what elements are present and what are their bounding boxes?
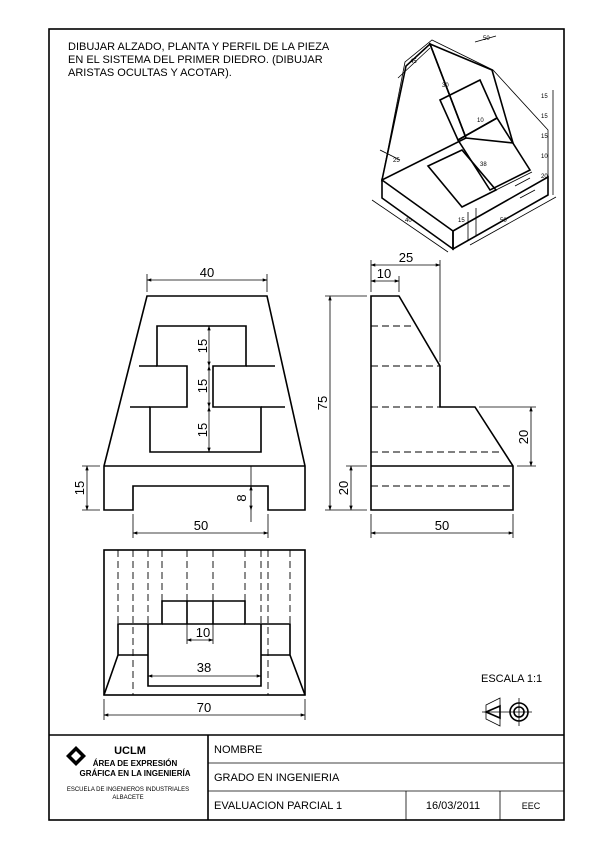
front-dim-step-1: 15	[195, 339, 210, 353]
front-dim-width: 40	[200, 265, 214, 280]
title-block: UCLM ÁREA DE EXPRESIÓN GRÁFICA EN LA ING…	[49, 734, 564, 820]
side-view: 25 10 75 20 20 50	[315, 250, 536, 538]
front-dim-step-3: 15	[195, 423, 210, 437]
name-field-label: NOMBRE	[214, 744, 262, 756]
exam-date: 16/03/2011	[426, 800, 480, 812]
front-dim-slot-width: 50	[194, 518, 208, 533]
iso-dim-10: 10	[477, 118, 484, 124]
plan-dim-overall: 70	[197, 700, 211, 715]
front-dim-base-height: 15	[72, 481, 87, 495]
iso-dim-15a: 15	[541, 94, 548, 100]
iso-dim-20: 20	[541, 174, 548, 180]
scale-label: ESCALA 1:1	[481, 673, 542, 685]
iso-dim-50-base: 50	[500, 218, 507, 224]
instruction-line-1: DIBUJAR ALZADO, PLANTA Y PERFIL DE LA PI…	[68, 41, 330, 53]
logo-name: UCLM	[114, 745, 146, 757]
isometric-view: 50 45 30 10 15 15 15 10 20 25 38 40 50 1…	[371, 35, 557, 253]
iso-dim-10b: 10	[541, 154, 548, 160]
course-code: EEC	[522, 801, 541, 811]
iso-dim-50-top: 50	[483, 36, 490, 42]
iso-dim-25: 25	[393, 158, 400, 164]
school-line-2: ALBACETE	[112, 795, 143, 801]
exam-label: EVALUACION PARCIAL 1	[214, 800, 342, 812]
first-angle-projection-icon	[482, 697, 532, 727]
instruction-line-2: EN EL SISTEMA DEL PRIMER DIEDRO. (DIBUJA…	[68, 54, 323, 66]
school-line-1: ESCUELA DE INGENIEROS INDUSTRIALES	[67, 787, 189, 793]
side-dim-base-width: 50	[435, 518, 449, 533]
sheet-border	[48, 28, 565, 821]
iso-dim-30: 30	[442, 83, 449, 89]
plan-view: 10 38 70	[103, 549, 306, 720]
iso-dim-38: 38	[480, 162, 487, 168]
plan-dim-inner: 10	[196, 625, 210, 640]
dept-line-2: GRÁFICA EN LA INGENIERÍA	[80, 769, 191, 778]
front-view: 40 15 15 15 15 8 50	[72, 265, 306, 538]
iso-dim-15-slot: 15	[458, 218, 465, 224]
instructions: DIBUJAR ALZADO, PLANTA Y PERFIL DE LA PI…	[68, 41, 330, 79]
iso-dim-15b: 15	[541, 114, 548, 120]
front-dim-step-2: 15	[195, 379, 210, 393]
instruction-line-3: ARISTAS OCULTAS Y ACOTAR).	[68, 67, 232, 79]
uclm-logo-icon	[66, 746, 86, 766]
iso-dim-40: 40	[405, 218, 412, 224]
side-dim-height: 75	[315, 396, 330, 410]
front-dim-slot-height: 8	[234, 494, 249, 501]
side-dim-overall-width: 25	[399, 250, 413, 265]
iso-dim-15c: 15	[541, 134, 548, 140]
dept-line-1: ÁREA DE EXPRESIÓN	[93, 759, 178, 768]
side-dim-step-height: 20	[516, 430, 531, 444]
side-dim-top-width: 10	[377, 266, 391, 281]
side-dim-base-height: 20	[336, 481, 351, 495]
iso-dim-45: 45	[410, 59, 417, 65]
degree-label: GRADO EN INGENIERIA	[214, 772, 340, 784]
plan-dim-middle: 38	[197, 660, 211, 675]
